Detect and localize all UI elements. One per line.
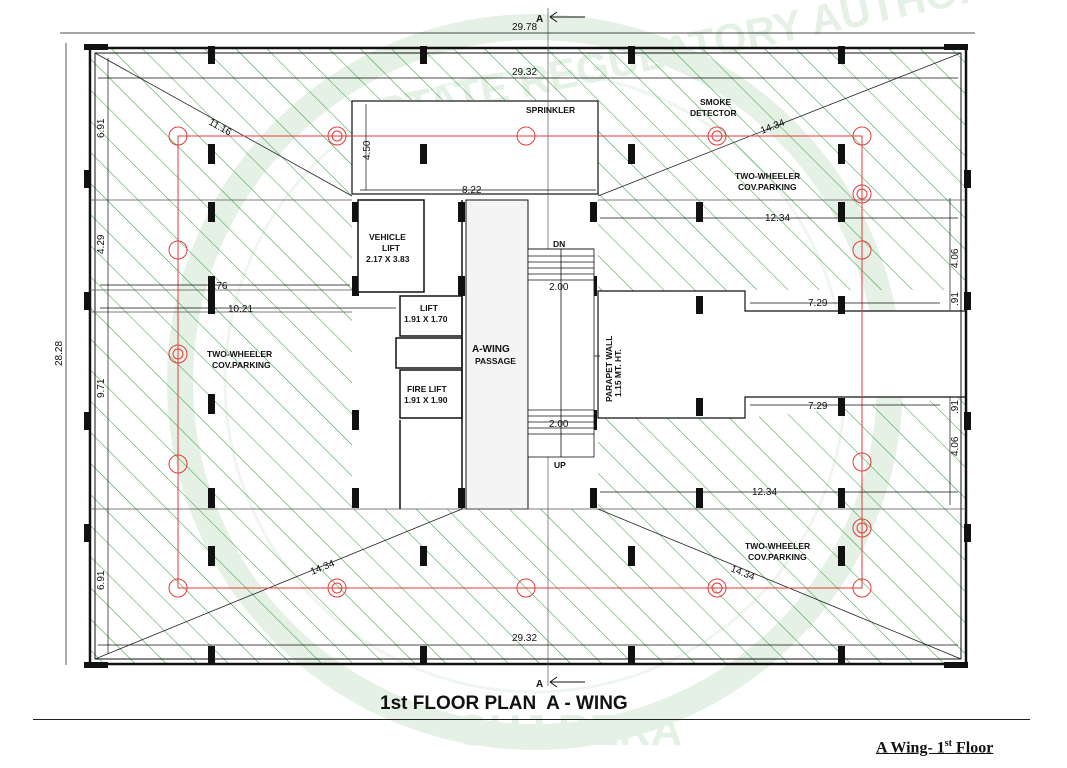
passage-area (465, 199, 529, 510)
dim-core-width: 8.22 (462, 185, 482, 196)
dim-right-upper-notch: 7.29 (808, 298, 828, 309)
parking-hatch-bottom (352, 509, 598, 664)
label-sprinkler: SPRINKLER (526, 105, 575, 115)
staircase (527, 248, 600, 458)
dim-stair-lower: 2.00 (549, 419, 569, 430)
dim-stair-upper: 2.00 (549, 282, 569, 293)
label-stair-up: UP (554, 460, 566, 470)
dim-bottom-inner: 29.32 (512, 633, 537, 644)
footer-caption-sup: st (944, 738, 952, 749)
label-vehicle-lift-3: 2.17 X 3.83 (366, 254, 410, 264)
dim-left-bay-a: 8.76 (208, 281, 228, 292)
parking-hatch-top (352, 48, 966, 100)
dim-right-upper-width: 12.34 (765, 213, 790, 224)
label-smoke-detector-2: DETECTOR (690, 108, 737, 118)
label-parking-bottom-right-2: COV.PARKING (748, 552, 807, 562)
label-parking-bottom-right-1: TWO-WHEELER (745, 541, 810, 551)
parking-hatch-bottom-right (598, 397, 966, 664)
plan-title: 1st FLOOR PLAN A - WING (380, 693, 628, 714)
outer-wall-inner (94, 52, 962, 660)
dim-top-inner: 29.32 (512, 67, 537, 78)
courtyard (597, 290, 967, 419)
label-parking-left-2: COV.PARKING (212, 360, 271, 370)
grid-lines (90, 8, 966, 686)
label-parapet-2: 1.15 MT. HT. (613, 349, 623, 397)
label-fire-lift-2: 1.91 X 1.90 (404, 395, 448, 405)
dim-right-lower-height: 4.06 (950, 436, 961, 456)
diagonal-dimension-lines (94, 52, 962, 660)
dim-right-lower-width: 12.34 (752, 487, 777, 498)
dim-left-bay-b: 10.21 (228, 304, 253, 315)
section-mark-top-label: A (536, 14, 543, 25)
section-mark-bottom-label: A (536, 679, 543, 690)
dim-left-mid: 9.71 (96, 378, 107, 398)
dim-overall-height: 28.28 (54, 341, 65, 366)
section-mark-top: A (536, 11, 585, 25)
label-lift-2: 1.91 X 1.70 (404, 314, 448, 324)
label-stair-dn: DN (553, 239, 565, 249)
label-parking-top-right-2: COV.PARKING (738, 182, 797, 192)
dim-right-upper-height: 4.06 (950, 248, 961, 268)
footer-caption: A Wing- 1st Floor (876, 738, 993, 757)
label-parking-left-1: TWO-WHEELER (207, 349, 272, 359)
label-lift-1: LIFT (420, 303, 439, 313)
label-vehicle-lift-1: VEHICLE (369, 232, 406, 242)
dim-right-lower-notch: 7.29 (808, 401, 828, 412)
label-parapet-1: PARAPET WALL (604, 336, 614, 402)
watermark-text-bottom: GUJ RERA (455, 706, 682, 755)
dim-right-upper-small: .91 (950, 292, 961, 306)
dim-left-bottom: 6.91 (96, 570, 107, 590)
label-parking-top-right-1: TWO-WHEELER (735, 171, 800, 181)
label-vehicle-lift-2: LIFT (382, 243, 401, 253)
label-smoke-detector-1: SMOKE (700, 97, 732, 107)
footer-caption-text: A Wing- 1 (876, 739, 945, 757)
stair-treads-upper (528, 255, 594, 281)
dim-sprinkler-height: 4.50 (362, 140, 373, 160)
dim-left-mid-upper: 4.29 (96, 234, 107, 254)
dim-left-top: 6.91 (96, 118, 107, 138)
outer-wall (88, 46, 968, 666)
section-mark-bottom: A (536, 676, 585, 690)
dim-right-lower-small: .91 (950, 400, 961, 414)
sprinkler-room (351, 100, 599, 195)
core-rooms (357, 199, 463, 509)
label-passage-2: PASSAGE (475, 356, 516, 366)
divider-rule (33, 719, 1030, 720)
footer-caption-suffix: Floor (952, 739, 994, 757)
sprinkler-network (168, 126, 872, 598)
parking-hatch-left (90, 48, 352, 664)
stair-treads-lower (528, 409, 594, 435)
label-passage-1: A-WING (472, 344, 510, 355)
dim-overall-top: 29.78 (512, 22, 537, 33)
label-fire-lift-1: FIRE LIFT (407, 384, 447, 394)
dimension-lines (60, 32, 975, 665)
parking-hatch-top-right (598, 100, 966, 311)
